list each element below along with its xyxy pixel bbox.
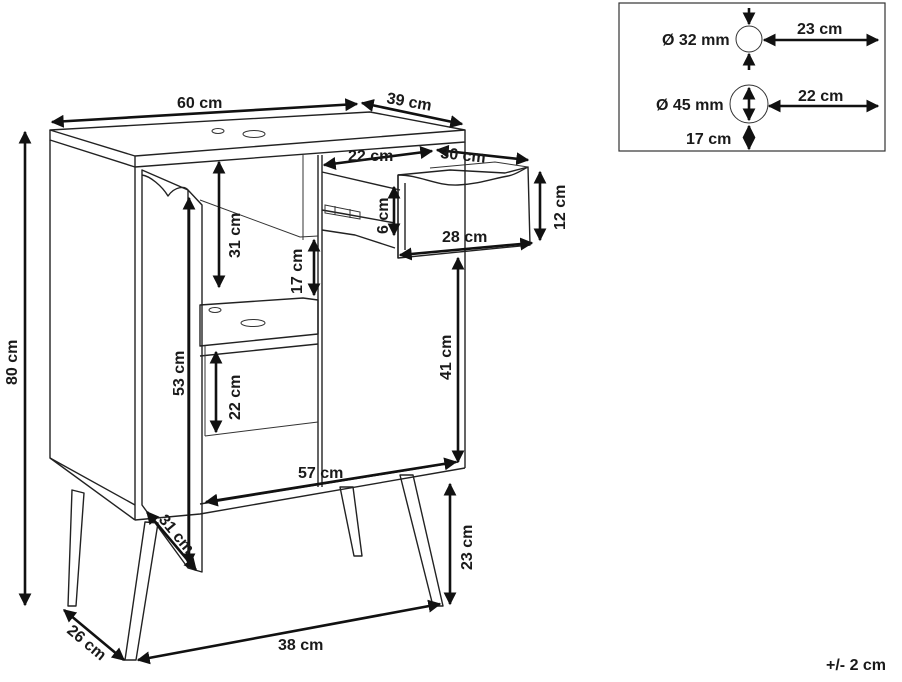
leg-span-width-label: 38 cm [278, 637, 323, 654]
small-hole-offset: 23 cm [797, 21, 842, 38]
dimension-arrows [18, 98, 547, 665]
width-top-label: 60 cm [177, 95, 222, 112]
drawer-depth-label: 30 cm [440, 145, 487, 167]
small-hole-diameter: Ø 32 mm [662, 32, 730, 49]
tolerance-note: +/- 2 cm [826, 657, 886, 674]
dimension-labels: 60 cm 39 cm 80 cm 22 cm 30 cm 12 cm 6 cm… [4, 90, 569, 664]
lower-gap-label: 17 cm [289, 249, 306, 294]
leg-height-label: 23 cm [459, 525, 476, 570]
large-hole-diameter: Ø 45 mm [656, 97, 724, 114]
drawer-front-width-label: 28 cm [442, 229, 487, 246]
drawer-height-label: 12 cm [552, 185, 569, 230]
right-compartment-label: 41 cm [438, 335, 455, 380]
inner-width-label: 57 cm [298, 465, 343, 482]
hole-inset: Ø 32 mm 23 cm Ø 45 mm 22 cm 17 cm [618, 2, 886, 152]
depth-top-label: 39 cm [385, 90, 433, 115]
door-height-label: 53 cm [171, 351, 188, 396]
upper-shelf-label: 31 cm [227, 213, 244, 258]
height-total-label: 80 cm [4, 340, 21, 385]
large-hole-offset: 22 cm [798, 88, 843, 105]
small-hole-circle [735, 25, 763, 53]
large-hole-height: 17 cm [686, 131, 731, 148]
lower-compartment-label: 22 cm [227, 375, 244, 420]
drawer-inner-height-label: 6 cm [375, 198, 392, 234]
inset-frame [618, 2, 886, 152]
drawer-inner-width-label: 22 cm [348, 148, 393, 165]
